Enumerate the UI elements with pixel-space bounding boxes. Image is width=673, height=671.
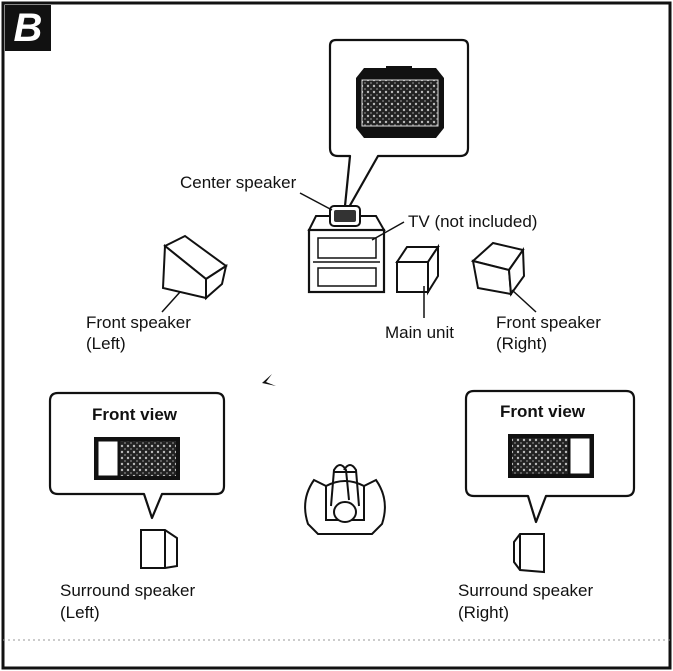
main-unit-label: Main unit (385, 323, 454, 342)
center-speaker-leader (299, 192, 333, 211)
front-right-label-line2: (Right) (496, 334, 548, 353)
tv-with-center-speaker (307, 205, 386, 294)
main-unit (395, 243, 440, 296)
front-left-leader (161, 291, 181, 313)
tv-label: TV (not included) (408, 212, 538, 231)
front-view-callout-right (464, 389, 636, 524)
front-right-label-line1: Front speaker (496, 313, 601, 332)
listener-in-chair-icon (304, 464, 386, 535)
center-speaker-front-view (356, 66, 444, 138)
surround-right-label-line1: Surround speaker (458, 581, 594, 600)
surround-right-label-line2: (Right) (458, 603, 510, 622)
front-view-right-label: Front view (500, 402, 586, 421)
center-speaker (329, 205, 361, 227)
direction-arrow-mark (262, 374, 276, 386)
surround-right-front-view (508, 434, 594, 478)
center-speaker-label: Center speaker (180, 173, 297, 192)
figure-badge: B (5, 5, 51, 51)
front-view-callout-left (48, 391, 226, 520)
surround-speaker-left (140, 529, 178, 569)
front-speaker-left (161, 234, 228, 301)
surround-left-label-line1: Surround speaker (60, 581, 196, 600)
front-left-label-line1: Front speaker (86, 313, 191, 332)
front-left-label-line2: (Left) (86, 334, 126, 353)
tv-leader (371, 221, 405, 241)
front-view-left-label: Front view (92, 405, 178, 424)
front-speaker-right (470, 241, 526, 297)
center-speaker-callout (328, 38, 470, 218)
surround-left-label-line2: (Left) (60, 603, 100, 622)
front-right-leader (511, 289, 537, 313)
surround-speaker-right (513, 533, 545, 574)
surround-left-front-view (94, 437, 180, 480)
